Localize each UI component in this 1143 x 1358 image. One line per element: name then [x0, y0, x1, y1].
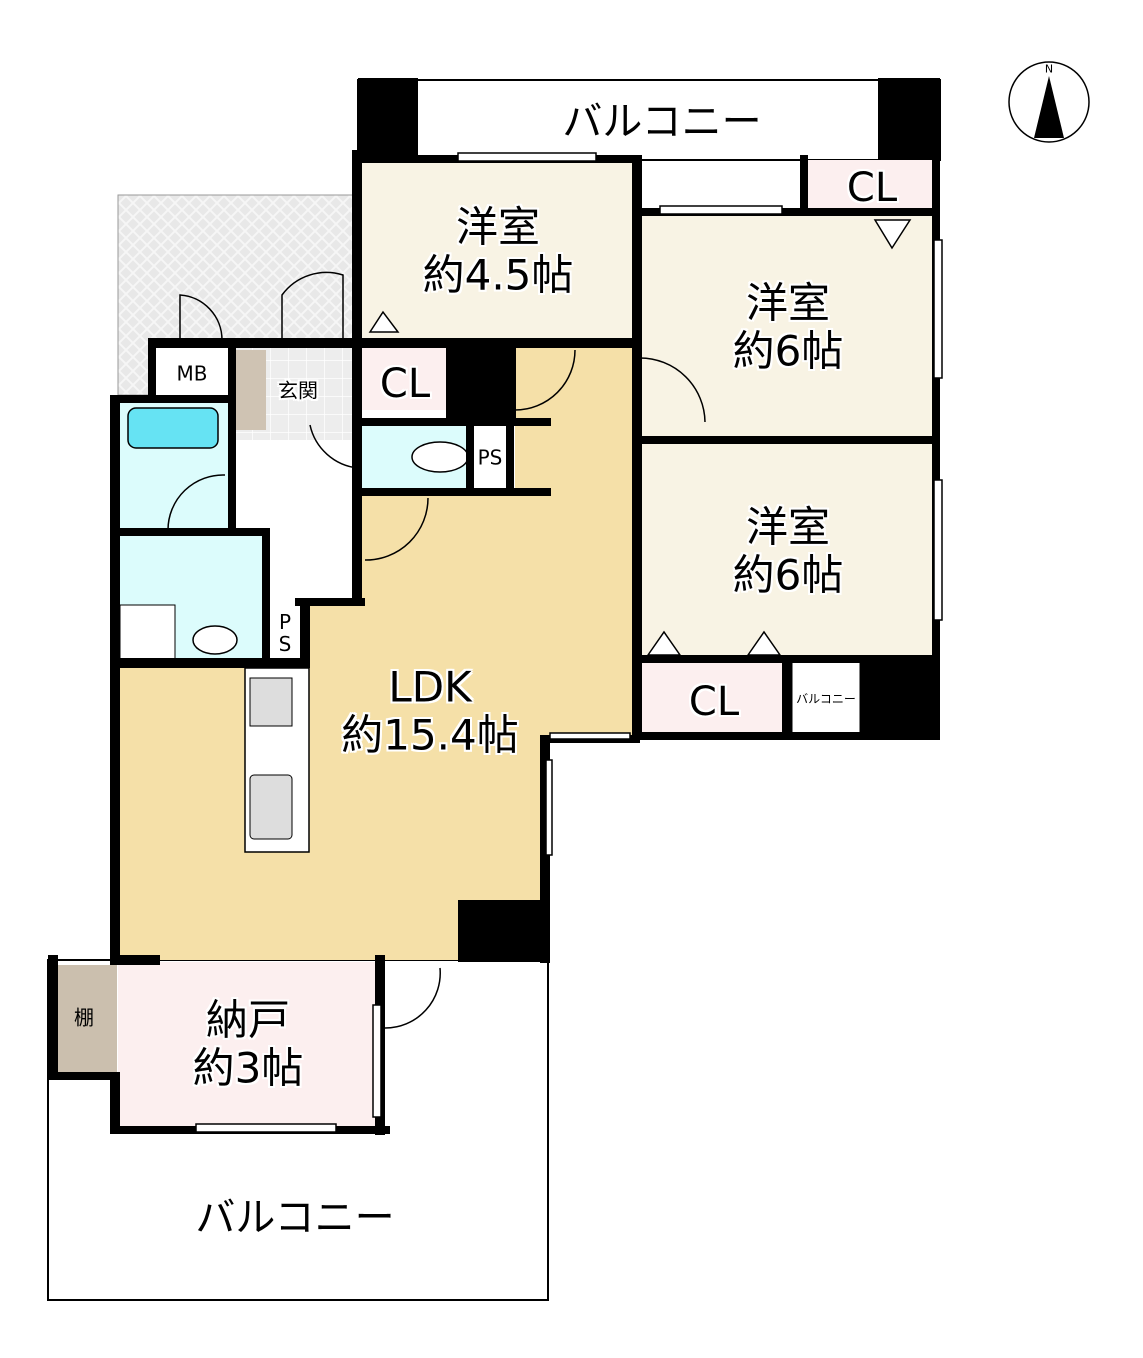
room-name: LDK — [388, 662, 472, 712]
entrance-label: 玄関 — [278, 378, 318, 403]
balcony-small-label: バルコニー — [796, 692, 856, 707]
sink — [192, 625, 238, 655]
room-size: 約4.5帖 — [422, 251, 574, 300]
balcony-top-label: バルコニー — [562, 99, 762, 145]
room-name: 洋室 — [745, 502, 831, 552]
western-room-2-label: 洋室約6帖 — [732, 278, 844, 377]
western-room-1-floor — [360, 160, 638, 345]
western-room-2-floor — [640, 214, 938, 440]
western-room-3-label: 洋室約6帖 — [732, 502, 844, 601]
door-swings — [167, 219, 912, 1029]
pillar — [358, 78, 418, 162]
room-size: 約6帖 — [732, 327, 844, 376]
toilet-bowl — [411, 441, 469, 473]
windows — [195, 152, 943, 1133]
room-name: 納戸 — [205, 995, 291, 1045]
shelf — [55, 965, 117, 1073]
storage-room-floor — [118, 962, 380, 1130]
room-name: 洋室 — [455, 202, 541, 252]
pipe-space — [474, 425, 510, 490]
stove — [249, 677, 293, 727]
compass-icon — [1008, 61, 1090, 143]
closet-middle-label: CL — [379, 361, 431, 407]
closet-top-right — [805, 160, 935, 214]
shoe-cabinet — [236, 350, 266, 430]
room-name: 洋室 — [745, 278, 831, 328]
storage-room-label: 納戸約3帖 — [192, 995, 304, 1094]
shelf-label: 棚 — [74, 1005, 94, 1030]
balcony-bottom-label: バルコニー — [195, 1195, 395, 1241]
closet-middle — [362, 345, 446, 410]
closet-bottom-label: CL — [688, 679, 740, 725]
room-size: 約15.4帖 — [341, 711, 519, 760]
pillar — [878, 78, 940, 162]
pipe-space-wash-label: P S — [278, 610, 292, 656]
kitchen-sink — [249, 774, 293, 840]
meter-box — [152, 345, 232, 395]
washing-machine-space — [119, 604, 176, 661]
pipe-space — [270, 605, 300, 660]
western-room-1-label: 洋室約4.5帖 — [422, 202, 574, 301]
pillar — [860, 660, 940, 740]
compass-north-label: N — [1044, 62, 1054, 76]
western-room-3-floor — [640, 442, 938, 660]
pipe-space-toilet-label: PS — [477, 445, 503, 470]
meter-box-label: MB — [176, 361, 208, 386]
closet-top-right-label: CL — [846, 165, 898, 211]
balcony-top — [357, 79, 941, 161]
room-size: 約3帖 — [192, 1044, 304, 1093]
room-size: 約6帖 — [732, 551, 844, 600]
closet-bottom — [642, 662, 784, 734]
small-balcony — [791, 661, 861, 739]
bathtub — [127, 407, 219, 449]
